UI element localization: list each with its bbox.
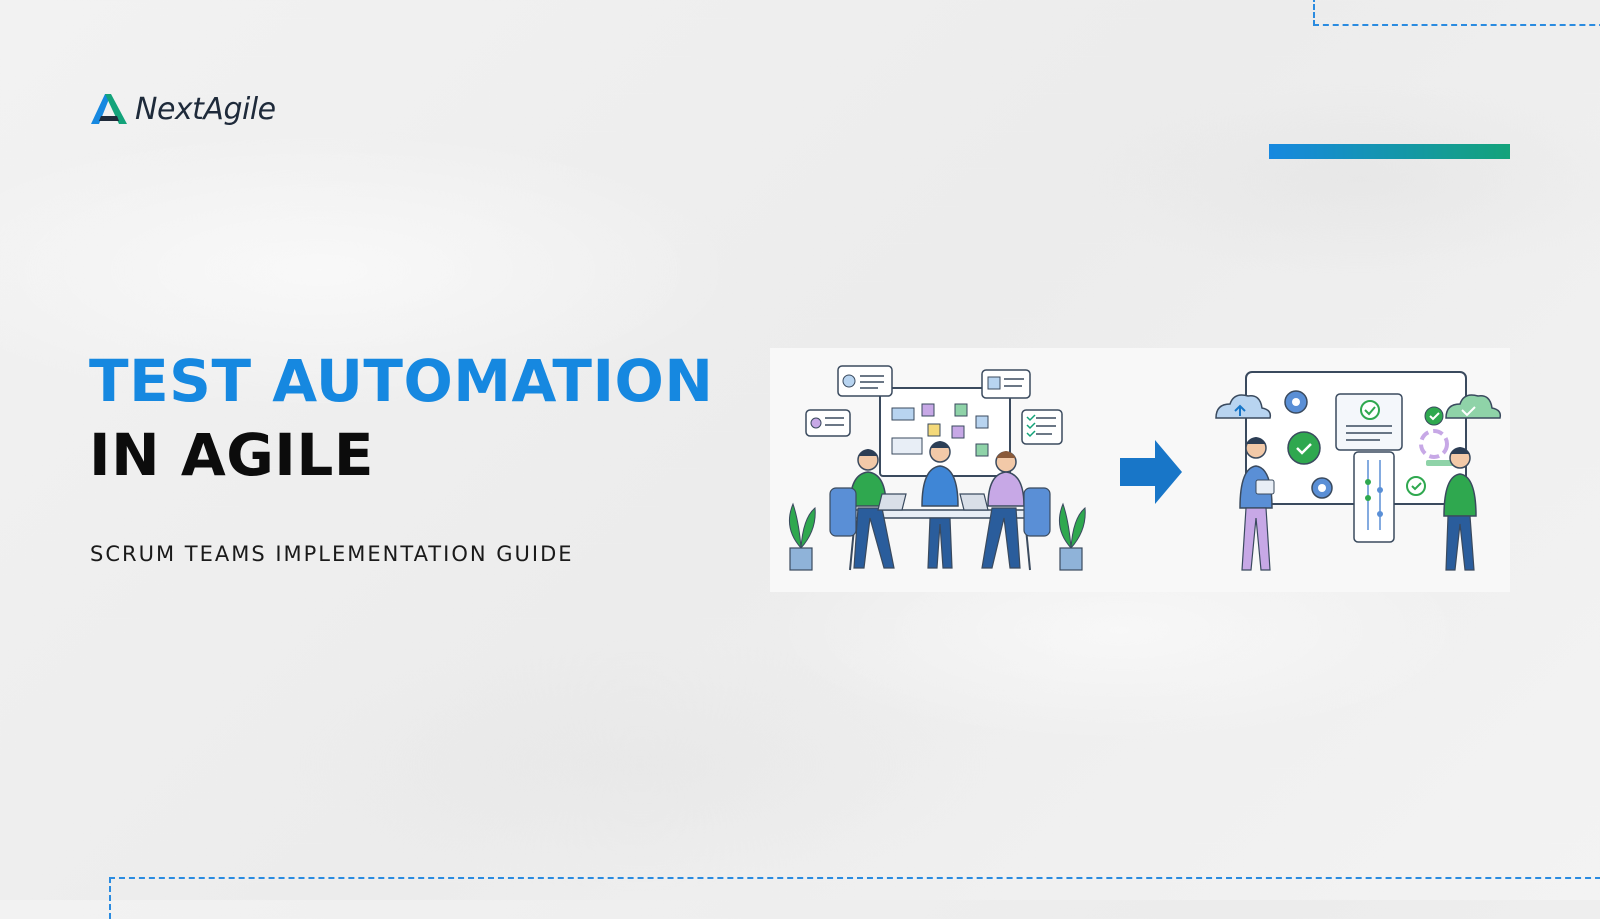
page-title-line2: IN AGILE (89, 421, 374, 489)
brand-logo[interactable]: NextAgile (89, 90, 276, 128)
page-subtitle: SCRUM TEAMS IMPLEMENTATION GUIDE (90, 542, 574, 566)
decorative-dashed-line-bottom (109, 877, 1600, 919)
team-meeting-illustration (788, 365, 1086, 571)
right-arrow-icon (1120, 440, 1182, 504)
accent-gradient-bar (1269, 144, 1510, 159)
decorative-dashed-corner-top (1313, 0, 1600, 26)
hero-illustration (770, 348, 1510, 592)
page-title-line1: TEST AUTOMATION (89, 347, 714, 415)
brand-name: NextAgile (135, 91, 276, 127)
automation-dashboard-illustration (1215, 371, 1502, 571)
illustration-canvas (788, 365, 1502, 571)
nextagile-logo-icon (91, 94, 127, 124)
